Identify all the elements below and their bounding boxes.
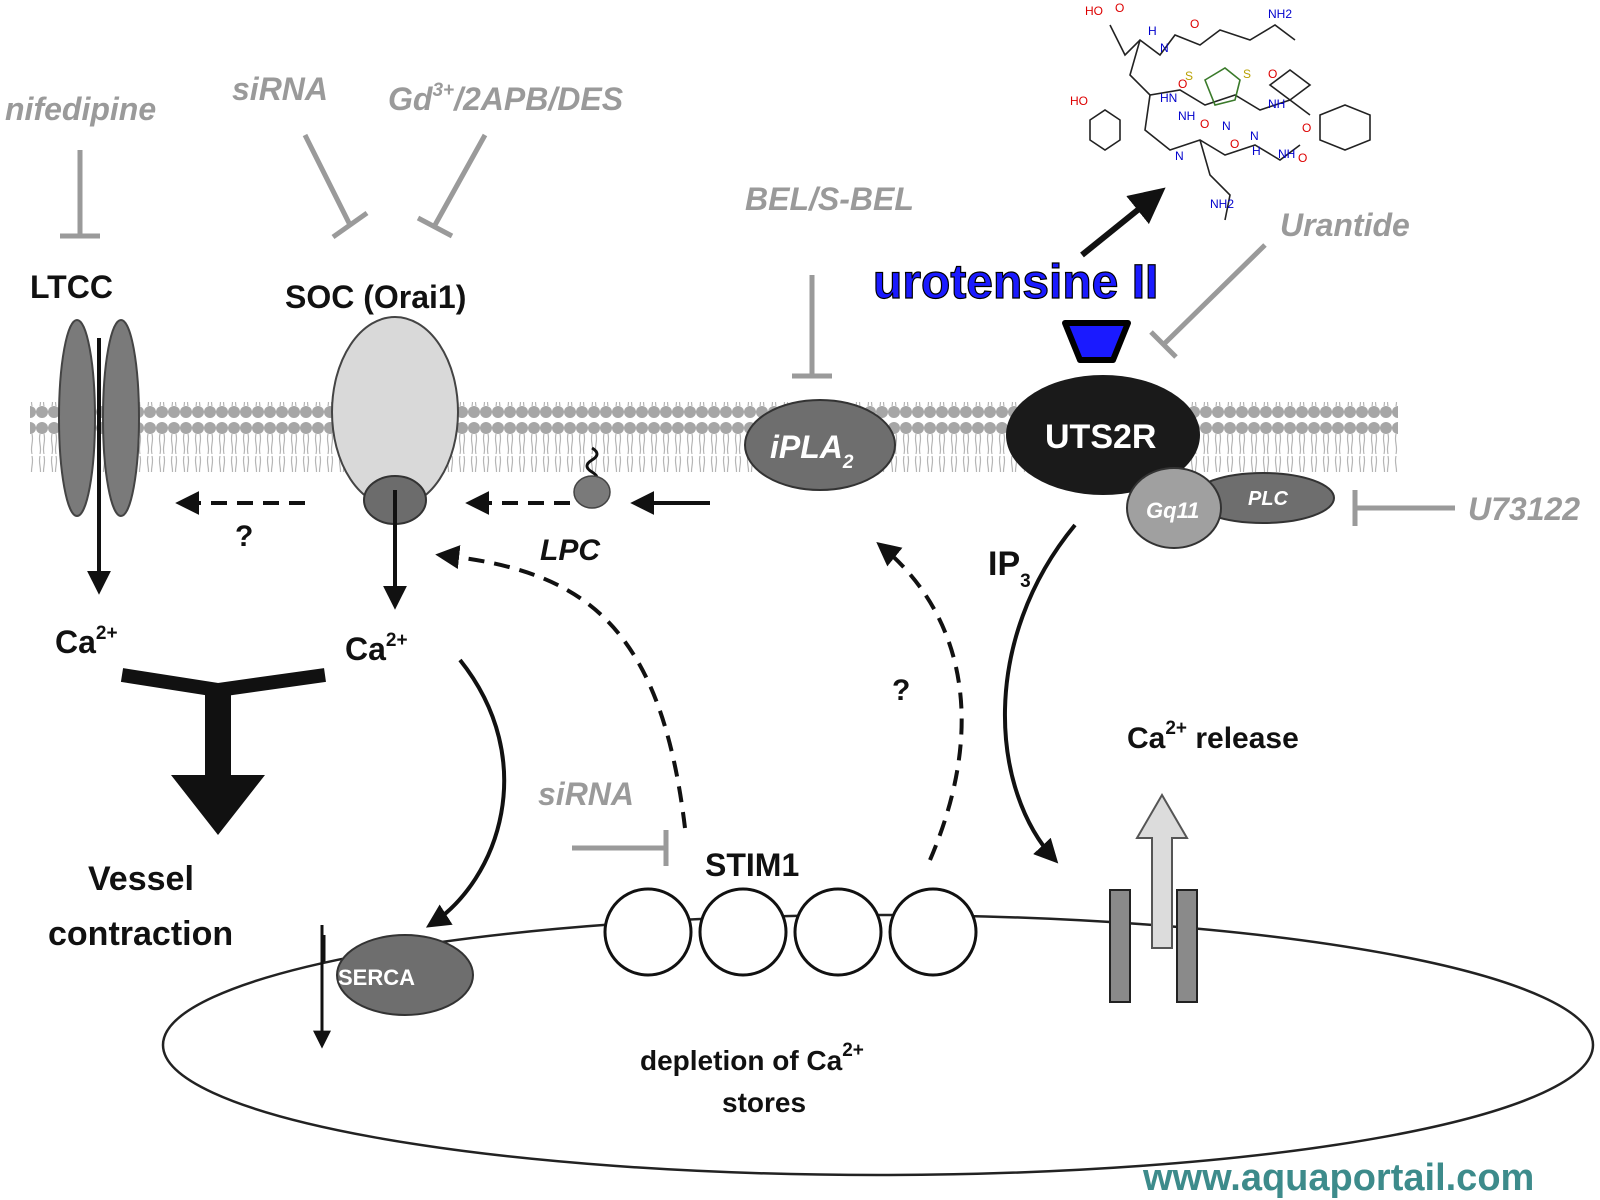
nifedipine-label: nifedipine — [5, 91, 156, 127]
svg-text:NH: NH — [1278, 147, 1295, 161]
svg-text:N: N — [1175, 149, 1184, 163]
svg-text:HO: HO — [1085, 4, 1103, 18]
ca-release-label: Ca2+ release — [1127, 718, 1299, 755]
gq11-label: Gq11 — [1146, 498, 1199, 523]
urotensin-molecule — [1089, 24, 1371, 221]
soc-channel — [331, 316, 459, 610]
contraction-label: contraction — [48, 915, 233, 953]
svg-text:O: O — [1302, 121, 1311, 135]
ltcc-channel — [58, 319, 140, 595]
svg-text:N: N — [1250, 129, 1259, 143]
soc-label: SOC (Orai1) — [285, 279, 466, 315]
svg-text:O: O — [1115, 1, 1124, 15]
sirna-top-label: siRNA — [232, 71, 328, 107]
svg-text:NH: NH — [1268, 97, 1285, 111]
ca-mid-label: Ca2+ — [345, 630, 408, 667]
ipla2-enzyme — [744, 399, 896, 491]
u73122-label: U73122 — [1468, 491, 1580, 527]
plc-label: PLC — [1248, 488, 1289, 510]
bel-sbel-label: BEL/S-BEL — [745, 181, 914, 217]
ca-left-label: Ca2+ — [55, 623, 118, 660]
inhibitor-lines — [60, 133, 1455, 866]
svg-text:H: H — [1252, 144, 1261, 158]
gd-2apb-des-label: Gd3+/2APB/DES — [388, 80, 624, 117]
svg-text:N: N — [1222, 119, 1231, 133]
svg-text:O: O — [1190, 17, 1199, 31]
ip3-label: IP3 — [988, 545, 1031, 592]
stim1-protein — [603, 887, 978, 977]
svg-text:HN: HN — [1160, 91, 1177, 105]
svg-text:S: S — [1185, 69, 1193, 83]
sirna-bottom-label: siRNA — [538, 776, 634, 812]
gq11-protein — [1126, 467, 1222, 549]
ip3-receptor-channel — [1109, 793, 1198, 1003]
urotensine-title: urotensine II — [873, 256, 1158, 309]
contraction-arrow — [120, 668, 326, 835]
svg-text:O: O — [1200, 117, 1209, 131]
svg-text:NH: NH — [1178, 109, 1195, 123]
depletion-label: depletion of Ca2+ — [640, 1040, 864, 1076]
watermark: www.aquaportail.com — [1142, 1157, 1534, 1199]
vessel-label: Vessel — [88, 860, 194, 898]
uts2r-receptor — [1006, 375, 1200, 495]
question-left: ? — [235, 520, 253, 553]
serca-pump — [336, 934, 474, 1016]
svg-text:HO: HO — [1070, 94, 1088, 108]
svg-text:N: N — [1160, 41, 1169, 55]
svg-text:O: O — [1268, 67, 1277, 81]
question-mid: ? — [892, 674, 910, 707]
stim1-label: STIM1 — [705, 847, 799, 883]
serca-label: SERCA — [338, 965, 415, 990]
lpc-label: LPC — [540, 534, 601, 567]
urantide-label: Urantide — [1280, 207, 1410, 243]
svg-text:S: S — [1243, 67, 1251, 81]
lpc-molecule — [573, 446, 611, 509]
uts2r-label: UTS2R — [1045, 418, 1156, 456]
svg-text:NH2: NH2 — [1268, 7, 1292, 21]
svg-text:H: H — [1148, 24, 1157, 38]
stores-label: stores — [722, 1087, 806, 1118]
ligand-shape — [1062, 320, 1131, 363]
svg-text:O: O — [1298, 151, 1307, 165]
svg-text:NH2: NH2 — [1210, 197, 1234, 211]
ipla2-label: iPLA2 — [770, 429, 854, 473]
svg-text:O: O — [1178, 77, 1187, 91]
molecule-atom-labels: HO O H N O NH2 S S HN O NH O HO N N O O … — [1070, 1, 1311, 211]
svg-text:O: O — [1230, 137, 1239, 151]
dashed-arrows — [175, 491, 964, 861]
ltcc-label: LTCC — [30, 269, 113, 305]
